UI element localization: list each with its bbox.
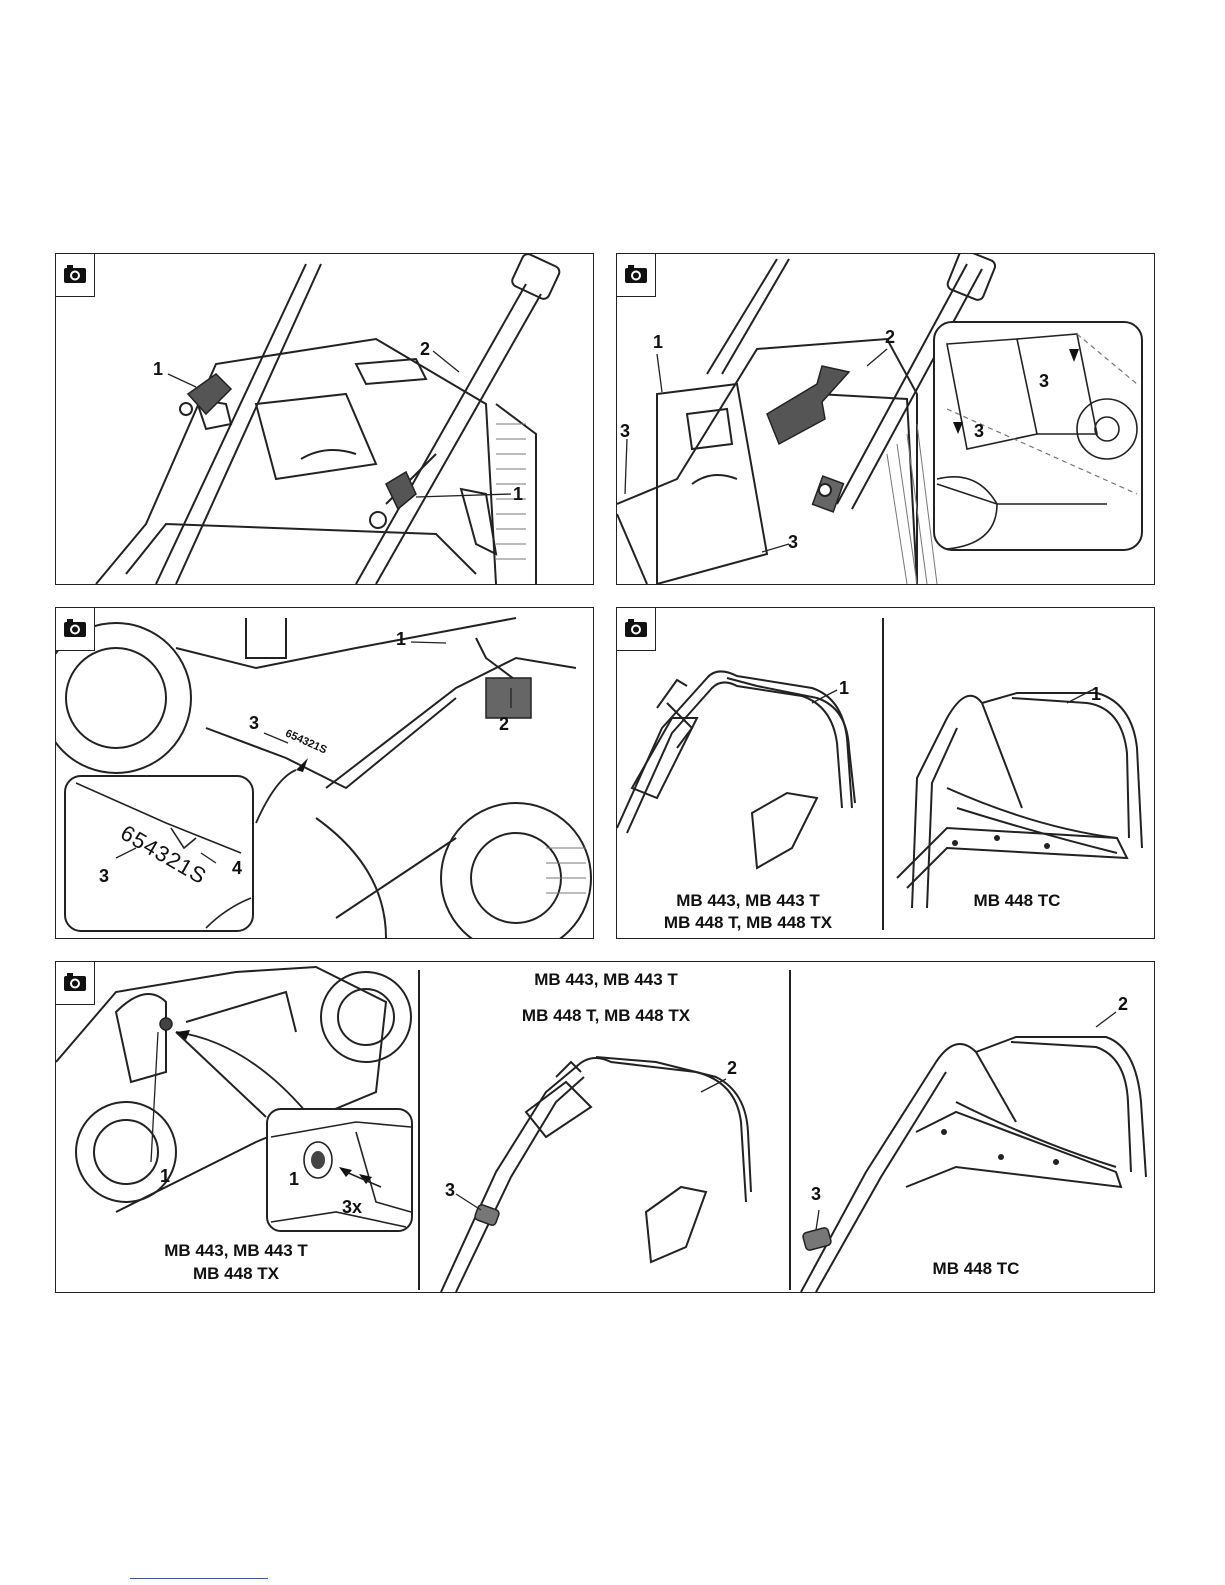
callout-3: 3 [1039,371,1049,392]
model-caption-tc: MB 448 TC [906,1259,1046,1279]
camera-badge [56,608,95,651]
callout-2: 2 [885,327,895,348]
camera-badge [617,254,656,297]
callout-2: 2 [727,1058,737,1079]
camera-icon [63,972,87,992]
callout-3: 3 [249,713,259,734]
callout-1: 1 [653,332,663,353]
callout-1: 1 [153,359,163,380]
callout-1: 1 [289,1169,299,1190]
model-caption-line2: MB 448 T, MB 448 TX [486,1006,726,1026]
model-caption-line2: MB 448 T, MB 448 TX [633,913,863,933]
callout-2: 2 [420,339,430,360]
callout-2: 2 [499,714,509,735]
repeat-count: 3x [342,1197,362,1218]
camera-icon [624,618,648,638]
callout-1: 1 [1091,684,1101,705]
camera-badge [56,962,95,1005]
callout-3: 3 [445,1180,455,1201]
callout-2: 2 [1118,994,1128,1015]
callout-4: 4 [232,858,242,879]
camera-icon [624,264,648,284]
handle-variants-illustration [617,608,1155,939]
camera-icon [63,618,87,638]
model-caption-line1: MB 443, MB 443 T [633,891,863,911]
camera-icon [63,264,87,284]
figure-panel-handle-clamps: 1 2 1 [55,253,594,585]
model-caption-line2: MB 448 TX [116,1264,356,1284]
camera-badge [617,608,656,651]
callout-3: 3 [99,866,109,887]
figure-panel-handle-variants: 1 1 MB 443, MB 443 T MB 448 T, MB 448 TX… [616,607,1155,939]
model-caption-tc: MB 448 TC [907,891,1127,911]
callout-1: 1 [839,678,849,699]
figure-panel-serial-number: 654321S 654321S 1 2 3 3 4 [55,607,594,939]
footer-link-underline [130,1578,268,1579]
callout-1: 1 [396,629,406,650]
model-caption-line1: MB 443, MB 443 T [486,970,726,990]
serial-number-illustration [56,608,594,939]
callout-3: 3 [974,421,984,442]
figure-panel-grass-catcher: 1 2 3 3 3 3 [616,253,1155,585]
callout-3: 3 [620,421,630,442]
callout-1: 1 [513,484,523,505]
callout-1: 1 [160,1166,170,1187]
model-caption-line1: MB 443, MB 443 T [116,1241,356,1261]
callout-3: 3 [788,532,798,553]
figure-panel-handle-lock: 1 1 3x MB 443, MB 443 T MB 448 TX MB 443… [55,961,1155,1293]
camera-badge [56,254,95,297]
callout-3: 3 [811,1184,821,1205]
grass-catcher-illustration [617,254,1155,585]
mower-handle-illustration [56,254,594,585]
